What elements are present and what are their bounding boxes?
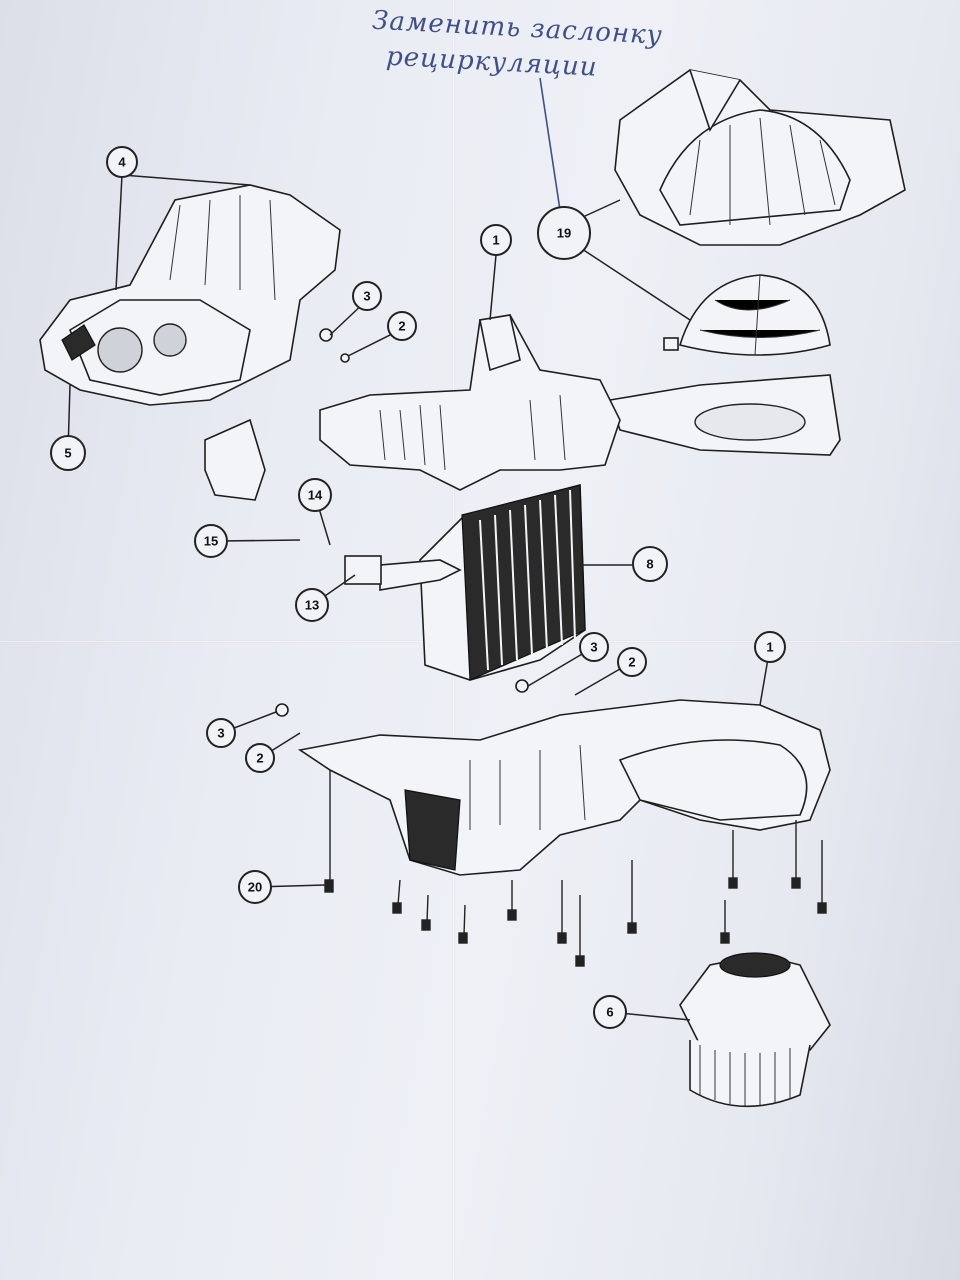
callout-15: 15 bbox=[194, 524, 228, 558]
svg-text:19: 19 bbox=[557, 226, 571, 241]
evaporator-core bbox=[344, 483, 586, 681]
recirculation-door bbox=[663, 274, 831, 356]
callout-3-mid: 3 bbox=[579, 632, 609, 662]
callout-4: 4 bbox=[106, 146, 138, 178]
callout-2-mid: 2 bbox=[617, 647, 647, 677]
svg-text:2: 2 bbox=[256, 751, 263, 766]
callout-19: 19 bbox=[537, 206, 591, 260]
svg-text:8: 8 bbox=[646, 557, 653, 572]
svg-text:6: 6 bbox=[606, 1005, 613, 1020]
callout-1-lower: 1 bbox=[754, 631, 786, 663]
upper-case-assembly bbox=[39, 184, 341, 406]
svg-text:3: 3 bbox=[363, 289, 370, 304]
svg-text:1: 1 bbox=[766, 640, 773, 655]
svg-text:5: 5 bbox=[64, 446, 71, 461]
upper-housing-cover bbox=[614, 69, 906, 246]
svg-text:1: 1 bbox=[492, 233, 499, 248]
svg-text:3: 3 bbox=[217, 726, 224, 741]
callout-2-upper: 2 bbox=[387, 311, 417, 341]
side-bracket bbox=[204, 418, 266, 501]
blower-inlet-plate bbox=[608, 374, 841, 456]
callout-8: 8 bbox=[632, 546, 668, 582]
callout-14: 14 bbox=[298, 478, 332, 512]
callout-20: 20 bbox=[238, 870, 272, 904]
svg-text:3: 3 bbox=[590, 640, 597, 655]
callout-2-lower: 2 bbox=[245, 743, 275, 773]
evaporator-case-upper bbox=[319, 314, 621, 491]
callout-5: 5 bbox=[50, 435, 86, 471]
svg-text:2: 2 bbox=[628, 655, 635, 670]
svg-text:15: 15 bbox=[204, 534, 218, 549]
callout-1-upper: 1 bbox=[480, 224, 512, 256]
svg-text:4: 4 bbox=[118, 155, 126, 170]
svg-text:2: 2 bbox=[398, 319, 405, 334]
svg-text:14: 14 bbox=[308, 488, 323, 503]
blower-motor bbox=[679, 952, 831, 1108]
callout-3-upper: 3 bbox=[352, 281, 382, 311]
svg-text:20: 20 bbox=[248, 880, 262, 895]
callout-6: 6 bbox=[593, 995, 627, 1029]
callout-13: 13 bbox=[295, 588, 329, 622]
callout-3-lower: 3 bbox=[206, 718, 236, 748]
note-pointer-line bbox=[539, 77, 561, 211]
evaporator-case-lower bbox=[297, 699, 831, 876]
svg-text:13: 13 bbox=[305, 598, 319, 613]
mounting-screws bbox=[324, 770, 827, 967]
